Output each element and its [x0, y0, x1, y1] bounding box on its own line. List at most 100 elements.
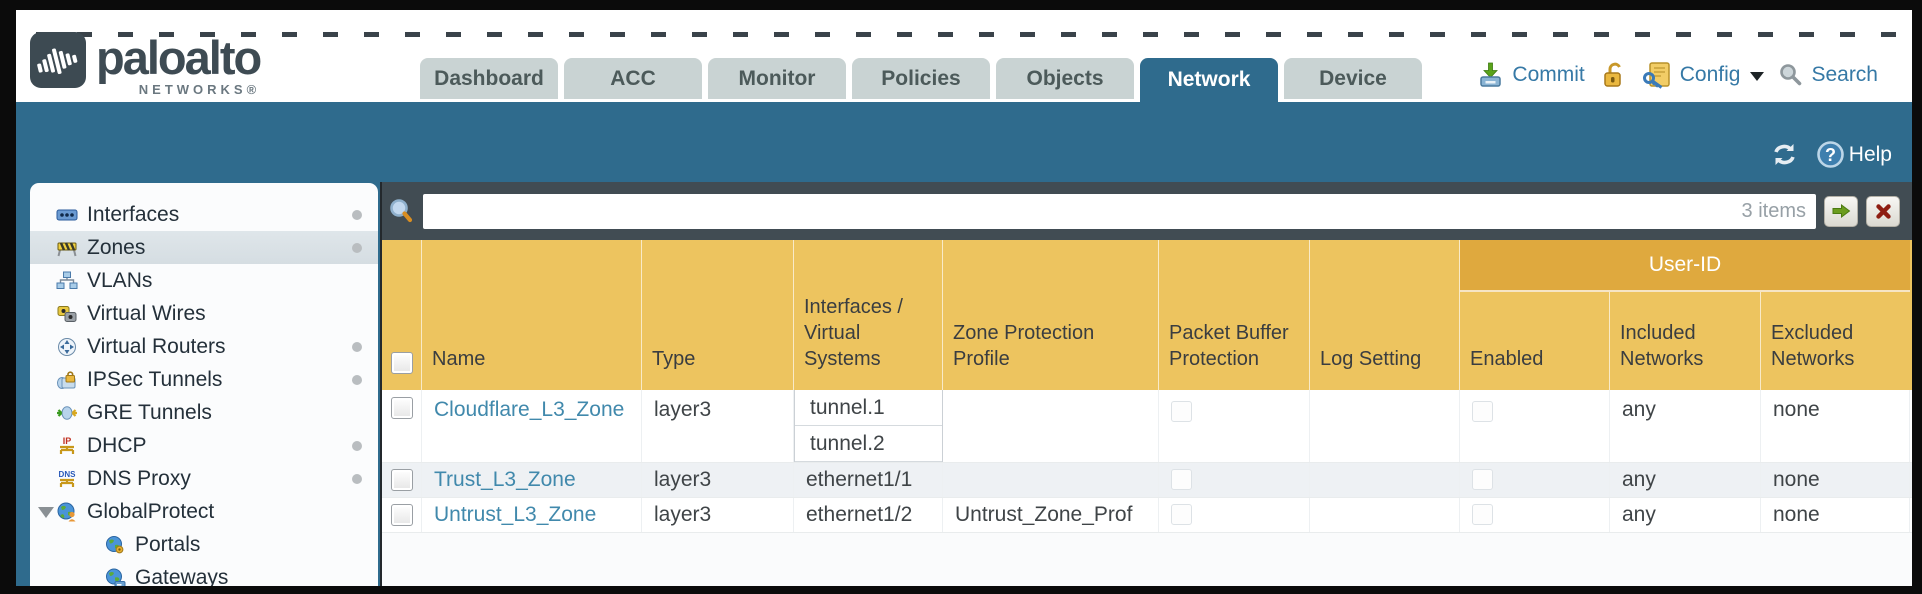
sidebar-item-zones[interactable]: Zones — [30, 231, 378, 264]
sidebar-item-label: Gateways — [135, 565, 229, 587]
packet-buffer-checkbox[interactable] — [1171, 401, 1192, 422]
toolbar-right-tools: ? Help — [1769, 140, 1892, 169]
sidebar-item-ipsec-tunnels[interactable]: IPSec Tunnels — [30, 363, 378, 396]
column-header-packet-buffer[interactable]: Packet Buffer Protection — [1159, 240, 1310, 390]
paloalto-logo-icon — [30, 32, 86, 88]
vlans-icon — [56, 271, 78, 291]
row-checkbox[interactable] — [390, 504, 413, 526]
row-checkbox[interactable] — [390, 469, 413, 491]
packet-buffer-checkbox[interactable] — [1171, 504, 1192, 525]
sidebar-item-dhcp[interactable]: IP DHCP — [30, 429, 378, 462]
sidebar-item-label: Virtual Routers — [87, 334, 226, 358]
sidebar-item-virtual-routers[interactable]: Virtual Routers — [30, 330, 378, 363]
gre-tunnels-icon — [56, 403, 78, 423]
sidebar-item-label: Portals — [135, 532, 201, 556]
search-magnifier-icon — [388, 198, 415, 225]
chevron-down-icon[interactable] — [1750, 72, 1765, 81]
commit-icon[interactable] — [1477, 61, 1504, 88]
filter-input-wrap: 3 items — [423, 193, 1816, 229]
tab-network[interactable]: Network — [1140, 58, 1278, 102]
table-row: Trust_L3_Zone layer3 ethernet1/1 any non… — [382, 463, 1912, 498]
interfaces-icon — [56, 205, 78, 225]
svg-text:?: ? — [1825, 145, 1836, 165]
interface-entry[interactable]: tunnel.2 — [795, 426, 942, 462]
zones-table-header: Name Type Interfaces / Virtual Systems Z… — [382, 240, 1912, 390]
select-all-checkbox[interactable] — [390, 352, 413, 374]
zone-type-cell: layer3 — [642, 498, 794, 532]
expand-collapse-icon[interactable] — [38, 507, 54, 518]
gateways-icon — [104, 568, 126, 586]
interfaces-cell[interactable]: ethernet1/1 — [794, 463, 943, 497]
sidebar-item-virtual-wires[interactable]: Virtual Wires — [30, 297, 378, 330]
zone-name-link[interactable]: Cloudflare_L3_Zone — [422, 390, 642, 462]
zone-name-link[interactable]: Trust_L3_Zone — [422, 463, 642, 497]
config-button[interactable]: Config — [1679, 62, 1741, 86]
status-dot — [352, 440, 362, 451]
interface-entry[interactable]: tunnel.1 — [795, 390, 942, 426]
sidebar-item-gateways[interactable]: Gateways — [30, 561, 378, 586]
status-dot — [352, 374, 362, 385]
filter-input[interactable] — [423, 193, 1816, 229]
sidebar-item-interfaces[interactable]: Interfaces — [30, 198, 378, 231]
user-id-group-header: User-ID — [1460, 240, 1910, 292]
user-id-enabled-checkbox[interactable] — [1472, 401, 1493, 422]
sidebar-item-label: Interfaces — [87, 202, 180, 226]
packet-buffer-checkbox[interactable] — [1171, 469, 1192, 490]
clear-filter-button[interactable] — [1866, 195, 1900, 227]
sidebar-item-label: DHCP — [87, 433, 147, 457]
status-dot — [352, 242, 362, 253]
top-header: paloalto NETWORKS® Dashboard ACC Monitor… — [16, 10, 1912, 102]
brand-name: paloalto — [96, 31, 262, 84]
search-button[interactable]: Search — [1811, 62, 1878, 86]
tab-device[interactable]: Device — [1284, 58, 1422, 99]
column-header-interfaces[interactable]: Interfaces / Virtual Systems — [794, 240, 943, 390]
zone-protection-cell — [943, 390, 1159, 462]
help-icon[interactable]: ? — [1816, 140, 1845, 169]
network-sidebar: Interfaces Zones VLANs Virtual Wires — [30, 183, 378, 586]
included-networks-cell: any — [1610, 390, 1761, 462]
column-header-name[interactable]: Name — [422, 240, 642, 390]
refresh-icon[interactable] — [1769, 141, 1800, 168]
user-id-enabled-checkbox[interactable] — [1472, 504, 1493, 525]
row-checkbox[interactable] — [390, 397, 413, 419]
clear-filter-x-icon — [1875, 203, 1891, 219]
tab-dashboard[interactable]: Dashboard — [420, 58, 558, 99]
tab-acc[interactable]: ACC — [564, 58, 702, 99]
sidebar-item-dns-proxy[interactable]: DNS DNS Proxy — [30, 462, 378, 495]
tab-monitor[interactable]: Monitor — [708, 58, 846, 99]
zone-type-cell: layer3 — [642, 463, 794, 497]
interfaces-cell[interactable]: ethernet1/2 — [794, 498, 943, 532]
search-icon[interactable] — [1778, 62, 1803, 87]
column-header-enabled[interactable]: Enabled — [1460, 240, 1610, 390]
sidebar-item-label: GRE Tunnels — [87, 400, 212, 424]
sidebar-item-portals[interactable]: Portals — [30, 528, 378, 561]
column-header-included-networks[interactable]: Included Networks — [1610, 240, 1761, 390]
log-setting-cell — [1310, 390, 1460, 462]
sidebar-item-label: DNS Proxy — [87, 466, 191, 490]
svg-text:DNS: DNS — [59, 470, 77, 479]
sidebar-item-vlans[interactable]: VLANs — [30, 264, 378, 297]
included-networks-cell: any — [1610, 498, 1761, 532]
column-header-type[interactable]: Type — [642, 240, 794, 390]
commit-button[interactable]: Commit — [1512, 62, 1585, 86]
lock-icon[interactable] — [1601, 61, 1627, 89]
config-icon[interactable] — [1641, 60, 1672, 89]
paloalto-logo: paloalto NETWORKS® — [30, 31, 262, 97]
zone-name-link[interactable]: Untrust_L3_Zone — [422, 498, 642, 532]
help-label[interactable]: Help — [1848, 142, 1892, 166]
table-row: Cloudflare_L3_Zone layer3 tunnel.1 tunne… — [382, 390, 1912, 463]
tab-policies[interactable]: Policies — [852, 58, 990, 99]
user-id-enabled-checkbox[interactable] — [1472, 469, 1493, 490]
sidebar-item-gre-tunnels[interactable]: GRE Tunnels — [30, 396, 378, 429]
column-header-excluded-networks[interactable]: Excluded Networks — [1771, 322, 1855, 370]
zone-type-cell: layer3 — [642, 390, 794, 462]
column-header-zone-protection[interactable]: Zone Protection Profile — [943, 240, 1159, 390]
tab-objects[interactable]: Objects — [996, 58, 1134, 99]
column-header-log-setting[interactable]: Log Setting — [1310, 240, 1460, 390]
apply-filter-button[interactable] — [1824, 195, 1858, 227]
sidebar-item-globalprotect[interactable]: GlobalProtect — [30, 495, 378, 528]
svg-text:IP: IP — [63, 436, 72, 446]
virtual-wires-icon — [56, 304, 78, 324]
status-dot — [352, 341, 362, 352]
